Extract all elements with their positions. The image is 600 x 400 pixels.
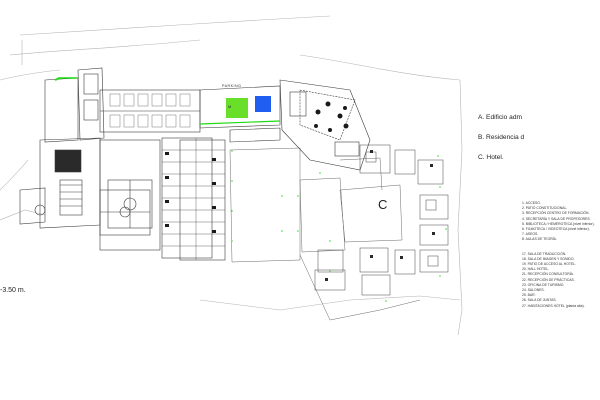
- green-edge: [199, 120, 281, 125]
- room-legend-item: 26. SALA DE JUNTAS.: [522, 298, 557, 303]
- building-legend: A. Edificio adm B. Residencia d C. Hotel…: [478, 108, 524, 168]
- zone-c-label: C: [378, 197, 388, 212]
- building-a: [19, 67, 105, 229]
- legend-building-c: C. Hotel.: [478, 154, 504, 161]
- room-legend-item: 22. RECEPCIÓN DE PRÁCTICAS.: [522, 277, 575, 282]
- terrain-lines: [0, 15, 463, 336]
- room-legend-item: 1. ACCESO.: [522, 201, 541, 205]
- room-legend: 1. ACCESO. 2. PATIO CONSTITUCIONAL. 3. R…: [522, 201, 595, 309]
- room-legend-item: 8. AULAS DE TEORÍA.: [522, 237, 557, 242]
- room-legend-item: 21. RECEPCIÓN CONSULTORÍA.: [522, 272, 574, 277]
- legend-building-a: A. Edificio adm: [478, 114, 522, 121]
- room-legend-item: 19. PATIO DE ACCESO AL HOTEL.: [522, 262, 577, 267]
- room-legend-item: 24. SALONES.: [522, 288, 545, 293]
- sports-court: [99, 189, 151, 236]
- room-legend-item: 7. ASEOS.: [522, 232, 539, 237]
- pool-green: [226, 98, 248, 118]
- room-legend-item: 18. SALA DE IMAGEN Y SONIDO.: [522, 256, 575, 261]
- pool-marker: M: [228, 104, 232, 109]
- building-b: [99, 127, 281, 261]
- room-legend-item: 17. SALA DE TRADUCCIÓN.: [522, 251, 567, 256]
- room-legend-item: 25. BAR.: [522, 293, 536, 298]
- room-legend-item: 6. FILMOTECA / VIDEOTECA (nivel inferior…: [522, 227, 590, 232]
- courtyard: [229, 147, 421, 321]
- building-c: [279, 79, 449, 302]
- room-legend-item: 27. HABITACIONES HOTEL (planta alta).: [522, 303, 585, 308]
- room-legend-item: 2. PATIO CONSTITUCIONAL.: [522, 206, 568, 211]
- classroom-wing: [99, 85, 281, 133]
- room-legend-item: 23. OFICINA DE TURISMO.: [522, 282, 565, 287]
- room-legend-item: 3. RECEPCIÓN CENTRO DE FORMACIÓN.: [522, 211, 590, 216]
- legend-building-b: B. Residencia d: [478, 134, 525, 141]
- room-legend-item: 5. BIBLIOTECA / HEMEROTECA (nivel inferi…: [522, 221, 595, 226]
- room-legend-item: 20. HALL HOTEL.: [522, 267, 550, 272]
- pool-blue: [255, 96, 271, 112]
- level-label: -3.50 m.: [0, 287, 26, 294]
- room-legend-item: 4. SECRETARÍA Y SALA DE PROFESORES.: [522, 216, 591, 221]
- parking-label: PARKING: [222, 84, 242, 88]
